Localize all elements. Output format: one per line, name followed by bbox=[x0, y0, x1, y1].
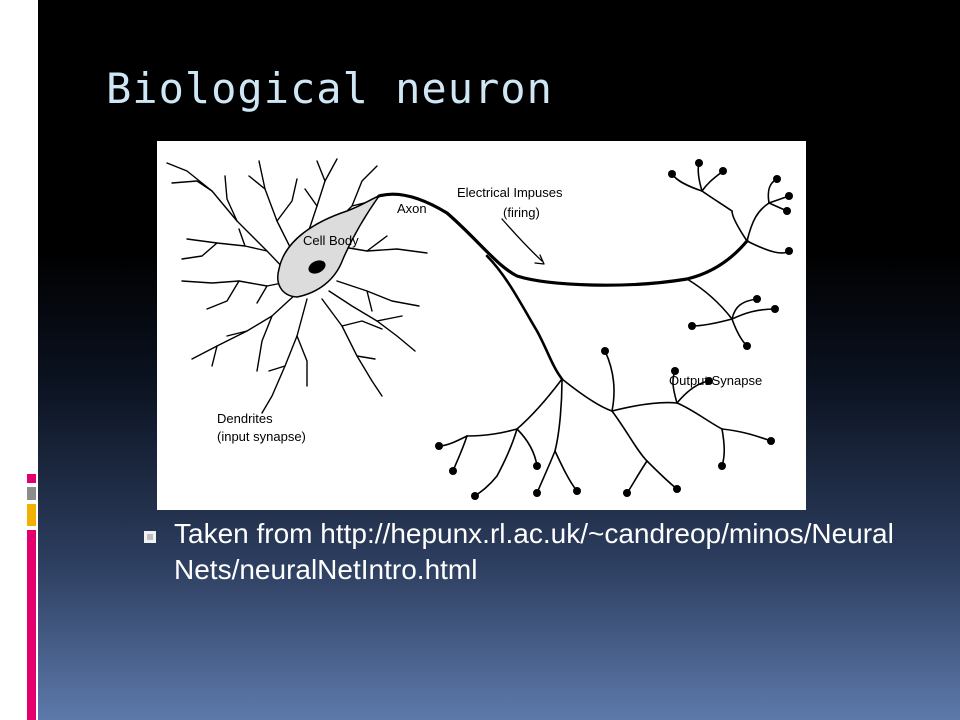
output-synapse-label: Output Synapse bbox=[669, 373, 762, 388]
source-bullet-text: Taken from http://hepunx.rl.ac.uk/~candr… bbox=[174, 518, 894, 585]
dendrites bbox=[166, 158, 428, 414]
dendrites-label-line1: Dendrites bbox=[217, 411, 273, 426]
axon bbox=[377, 192, 749, 381]
impulses-label-line2: (firing) bbox=[503, 205, 540, 220]
accent-bar-pink bbox=[27, 474, 36, 483]
synapse-knobs bbox=[435, 159, 793, 500]
accent-bar-pink-long bbox=[27, 530, 36, 720]
cell-body bbox=[277, 195, 380, 298]
cell-body-label: Cell Body bbox=[303, 233, 359, 248]
nucleus bbox=[308, 260, 326, 274]
bullet-square-icon bbox=[144, 531, 156, 543]
axon-terminals bbox=[671, 162, 790, 347]
accent-bar-yellow bbox=[27, 504, 36, 526]
slide-title: Biological neuron bbox=[106, 64, 553, 113]
firing-arrow bbox=[501, 218, 543, 262]
neuron-diagram: Cell Body Axon Electrical Impuses (firin… bbox=[157, 141, 806, 510]
accent-bar-gray bbox=[27, 487, 36, 500]
impulses-label-line1: Electrical Impuses bbox=[457, 185, 563, 200]
dendrites-label-line2: (input synapse) bbox=[217, 429, 306, 444]
neuron-svg: Cell Body Axon Electrical Impuses (firin… bbox=[166, 158, 793, 500]
axon-label: Axon bbox=[397, 201, 427, 216]
